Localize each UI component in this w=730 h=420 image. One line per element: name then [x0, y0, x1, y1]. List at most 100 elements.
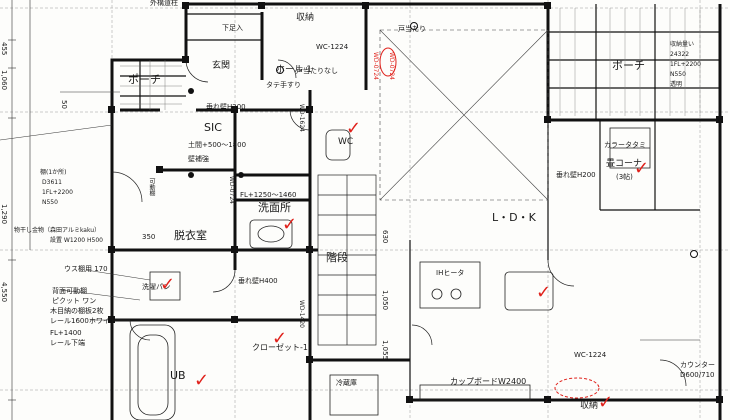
- dim-1290: 1,290: [0, 204, 8, 225]
- pillar: [544, 396, 551, 403]
- label-fl-1400: FL+1400: [50, 329, 82, 337]
- label-top-post: 外構道柱: [150, 0, 178, 7]
- check-mark: ✓: [194, 370, 210, 391]
- pillar: [182, 56, 189, 63]
- label-ih-heater: IHヒータ: [436, 269, 465, 277]
- label-wc-door-top: WC-1224: [316, 43, 349, 51]
- note-n550: N550: [42, 199, 58, 206]
- dim-50: 50: [60, 100, 68, 109]
- room-storage-bottom: 収納: [580, 401, 599, 411]
- label-fl-1250: FL+1250～1460: [240, 191, 297, 199]
- label-cupboard: カップボードW2400: [450, 377, 527, 386]
- room-wc-mid: WC: [338, 137, 354, 147]
- label-drop-wall-200: 垂れ壁H200: [206, 103, 246, 111]
- note-n550-right: N550: [670, 71, 686, 78]
- note-storage-right: 収納量い: [670, 41, 695, 48]
- dim-630: 630: [381, 230, 389, 244]
- label-vertical-handrail: タテ手すり: [266, 81, 301, 89]
- note-pikutto: ピクット ワン: [52, 297, 97, 305]
- note-back-shelf: 背面可動棚: [52, 287, 87, 295]
- label-counter: カウンター: [680, 361, 715, 369]
- pillar: [258, 2, 265, 9]
- dim-4550: 4,550: [0, 282, 8, 303]
- room-closet: クローゼット-1: [252, 343, 308, 352]
- label-color-tatami: カラータタミ: [604, 141, 646, 149]
- pillar: [716, 116, 723, 123]
- check-mark: ✓: [160, 274, 176, 295]
- dim-1050: 1,050: [381, 290, 389, 311]
- label-shelf-170: ウス棚用 170: [64, 265, 108, 273]
- pillar: [231, 316, 238, 323]
- check-mark: ✓: [282, 214, 298, 235]
- door-code-d: WD-0724: [228, 176, 235, 204]
- label-shoe-storage: 下足入: [222, 24, 243, 32]
- room-hall: ホール-1: [276, 65, 312, 75]
- column-ring: [690, 250, 698, 258]
- room-dressing: 脱衣室: [174, 229, 207, 242]
- check-mark: ✓: [346, 118, 362, 139]
- label-doma: 土間+500～1800: [188, 141, 247, 149]
- dim-350: 350: [142, 233, 156, 241]
- room-entrance: 玄関: [212, 61, 231, 71]
- pillar: [108, 106, 115, 113]
- note-install-size: 設置 W1200 H500: [50, 237, 103, 244]
- note-rail: レール1600ホワイト: [50, 317, 117, 325]
- pillar: [306, 106, 313, 113]
- label-no-door-stop: 戸当たりなし: [296, 67, 338, 75]
- room-porch-left: ポーチ: [128, 73, 161, 86]
- door-code-e: WD-1420: [298, 300, 305, 328]
- label-counter-size: D600/710: [680, 371, 715, 379]
- column-dot: [238, 172, 244, 178]
- column-ring: [410, 22, 418, 30]
- pillar: [306, 356, 313, 363]
- room-storage-top: 収納: [296, 13, 315, 23]
- column-dot: [188, 88, 194, 94]
- note-shelf-boards: 木目納の棚板2枚: [50, 307, 104, 315]
- pillar: [108, 316, 115, 323]
- room-tatami-corner: 畳コーナ: [606, 159, 643, 169]
- column-ring: [276, 66, 284, 74]
- label-wall-reinforce: 壁補強: [188, 155, 209, 163]
- door-code-b: WD-0724: [388, 52, 395, 80]
- pillar: [362, 2, 369, 9]
- pillar: [544, 116, 551, 123]
- pillar: [306, 246, 313, 253]
- check-mark: ✓: [536, 282, 552, 303]
- door-code-c: WD-1624: [298, 104, 305, 132]
- room-sic: SIC: [204, 121, 222, 134]
- pillar: [182, 2, 189, 9]
- label-drop-wall-400: 垂れ壁H400: [238, 277, 278, 285]
- pillar: [544, 2, 551, 9]
- note-rail-bottom: レール下端: [50, 339, 85, 347]
- room-unit-bath: UB: [170, 369, 186, 382]
- pillar: [108, 246, 115, 253]
- pillar: [406, 396, 413, 403]
- room-porch-right: ポーチ: [612, 59, 645, 72]
- note-shelf-count: 棚(1か所): [40, 169, 67, 176]
- note-transparent: 透明: [670, 81, 683, 88]
- label-fridge: 冷蔵庫: [336, 379, 357, 387]
- note-d3611: D3611: [42, 179, 62, 186]
- room-washroom: 洗面所: [258, 201, 291, 214]
- dim-1055: 1,055: [381, 340, 389, 361]
- check-mark: ✓: [634, 158, 650, 179]
- room-ldk: L・D・K: [492, 211, 536, 224]
- note-drying-rack: 物干し金物（森田アルミkaku）: [14, 227, 101, 234]
- pillar: [716, 396, 723, 403]
- check-mark: ✓: [272, 328, 288, 349]
- label-tatami-size: (3帖): [616, 173, 633, 181]
- dim-1060: 1,060: [0, 70, 8, 91]
- note-1fl-2200-right: 1FL+2200: [670, 61, 701, 68]
- label-door-stop: 戸当たり: [398, 25, 426, 33]
- note-movable-shelf: 可動棚: [148, 178, 155, 196]
- pillar: [231, 246, 238, 253]
- label-wc-door-bottom: WC-1224: [574, 351, 607, 359]
- label-washer-pan: 洗濯パン: [142, 283, 171, 291]
- door-code-a: WD-0724: [372, 52, 379, 80]
- label-drop-wall-h200: 垂れ壁H200: [556, 171, 596, 179]
- room-stairs: 階段: [326, 251, 348, 264]
- column-dot: [188, 172, 194, 178]
- dim-455: 455: [0, 42, 8, 56]
